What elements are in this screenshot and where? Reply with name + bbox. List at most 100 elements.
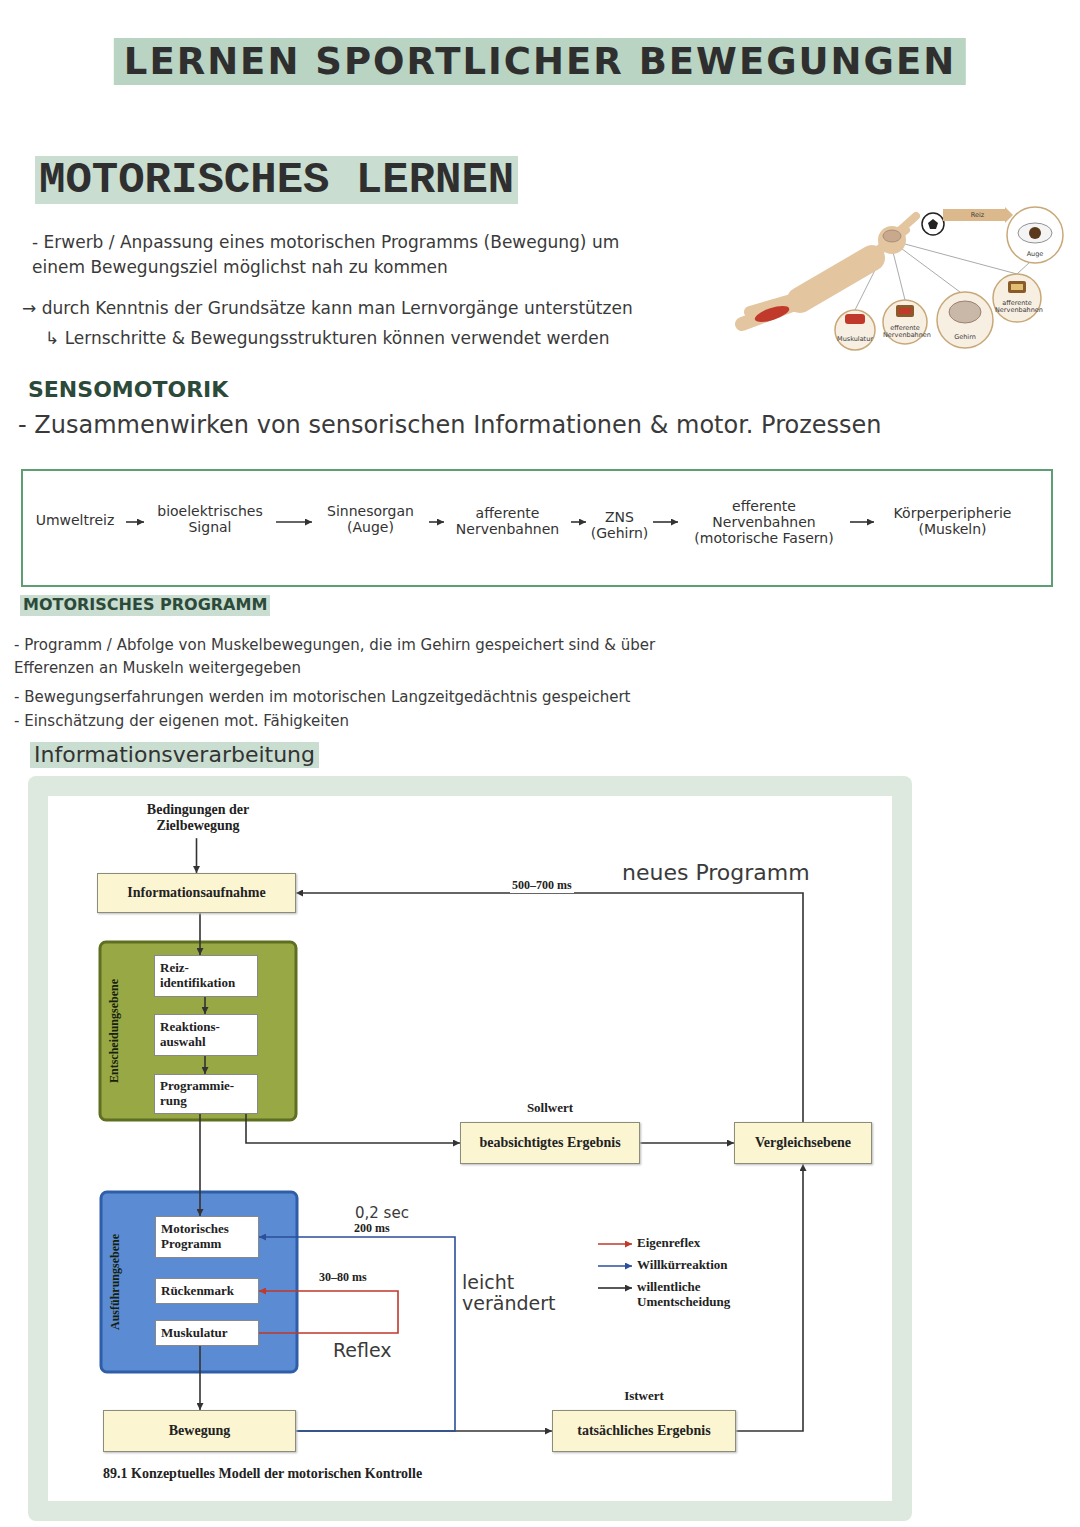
step-box: Reiz- identifikation [154, 955, 258, 997]
band-label: Ausführungsebene [108, 1234, 123, 1330]
section-heading: Informationsverarbeitung [30, 742, 319, 768]
page-title: LERNEN SPORTLICHER BEWEGUNGEN [114, 38, 966, 85]
figure-ground [48, 796, 892, 1501]
illustration-label: efferente Nervenbahnen [883, 325, 927, 339]
step-box: Reaktions- auswahl [154, 1014, 258, 1056]
connector [259, 1237, 455, 1431]
flow-step: ZNS (Gehirn) [592, 509, 647, 541]
connector [199, 1346, 201, 1410]
step-box: Rückenmark [155, 1278, 259, 1304]
node-text: Vergleichsebene [755, 1135, 851, 1151]
connector [126, 521, 144, 523]
process-box: Informationsaufnahme [97, 873, 296, 913]
note-text: → durch Kenntnis der Grundsätze kann man… [22, 296, 742, 321]
flow-step: Umweltreiz [30, 512, 120, 528]
handwritten-note: leicht verändert [462, 1272, 572, 1314]
connector [196, 838, 198, 873]
flow-step: Körperperipherie (Muskeln) [880, 505, 1025, 537]
figure-panel [28, 776, 912, 1521]
node-text: Informationsaufnahme [127, 885, 265, 901]
timing-label: 30–80 ms [317, 1270, 369, 1285]
process-box: Istwerttatsächliches Ergebnis [552, 1410, 736, 1452]
value-heading: Istwert [553, 1388, 735, 1404]
process-box: Sollwertbeabsichtigtes Ergebnis [460, 1122, 640, 1164]
illustration-label: afferente Nervenbahnen [995, 300, 1039, 314]
connector [850, 521, 874, 523]
illustration-label: Reiz [955, 212, 1000, 219]
process-box: Bewegung [103, 1410, 296, 1452]
legend-text: Eigenreflex [637, 1236, 752, 1251]
node-text: Motorisches Programm [161, 1222, 253, 1252]
flow-step: efferente Nervenbahnen (motorische Faser… [684, 498, 844, 546]
step-box: Programmie- rung [154, 1074, 258, 1114]
node-text: bioelektrisches Signal [150, 503, 270, 535]
illustration-label: Gehirn [950, 334, 980, 341]
section-heading: SENSOMOTORIK [28, 377, 228, 403]
process-box: Vergleichsebene [734, 1122, 872, 1164]
connector [429, 521, 444, 523]
note-text: - Programm / Abfolge von Muskelbewegunge… [14, 634, 664, 679]
node-text: afferente Nervenbahnen [450, 505, 565, 537]
value-heading: Sollwert [461, 1100, 639, 1116]
connector [204, 1056, 206, 1074]
note-text: - Erwerb / Anpassung eines motorischen P… [32, 230, 642, 279]
band-fill [101, 1192, 297, 1372]
timing-label: 200 ms [352, 1221, 392, 1236]
legend-text: Willkürreaktion [637, 1258, 752, 1273]
timing-label: 500–700 ms [510, 878, 574, 893]
node-text: beabsichtigtes Ergebnis [479, 1135, 620, 1151]
step-box: Motorisches Programm [155, 1216, 259, 1258]
illustration-label: Auge [1020, 251, 1050, 258]
node-text: Reaktions- auswahl [160, 1020, 252, 1050]
flow-step: afferente Nervenbahnen [450, 505, 565, 537]
connector [736, 1164, 803, 1431]
connector [259, 1291, 398, 1333]
note-text: - Zusammenwirken von sensorischen Inform… [18, 410, 1018, 441]
flow-step: Sinnesorgan (Auge) [318, 503, 423, 535]
flow-frame [22, 470, 1052, 586]
connector [204, 997, 206, 1014]
note-text: - Bewegungserfahrungen werden im motoris… [14, 686, 734, 709]
handwritten-note: Reflex [333, 1340, 392, 1361]
node-text: Bewegung [169, 1423, 230, 1439]
note-text: ↳ Lernschritte & Bewegungsstrukturen kön… [45, 326, 745, 351]
legend-text: willentliche Umentscheidung [637, 1280, 752, 1310]
connector [199, 1114, 201, 1216]
band-label: Entscheidungsebene [107, 979, 122, 1083]
connector [276, 521, 312, 523]
connector [653, 521, 678, 523]
node-text: Bedingungen der Zielbewegung [133, 802, 263, 834]
legend-sample [598, 1265, 632, 1267]
section-heading: MOTORISCHES LERNEN [35, 156, 518, 204]
section-heading: MOTORISCHES PROGRAMM [20, 595, 270, 616]
node-text: Rückenmark [161, 1284, 234, 1299]
illustration-label: Muskulatur [833, 336, 877, 343]
legend-sample [598, 1243, 632, 1245]
figure-caption: 89.1 Konzeptuelles Modell der motorische… [103, 1466, 422, 1482]
start-condition: Bedingungen der Zielbewegung [133, 802, 263, 834]
level-band: Ausführungsebene Motorisches ProgrammRück… [101, 1192, 297, 1372]
connector [246, 1114, 460, 1143]
connector [199, 913, 201, 955]
node-text: Umweltreiz [36, 512, 115, 528]
node-text: ZNS (Gehirn) [591, 509, 649, 541]
node-text: efferente Nervenbahnen (motorische Faser… [684, 498, 844, 546]
connector [296, 893, 803, 1122]
connector [640, 1142, 734, 1144]
node-text: Reiz- identifikation [160, 961, 252, 991]
node-text: tatsächliches Ergebnis [577, 1423, 710, 1439]
band-fill [100, 942, 296, 1120]
level-band: Entscheidungsebene Reiz- identifikationRe… [100, 942, 296, 1120]
node-text: Muskulatur [161, 1326, 227, 1341]
node-text: Körperperipherie (Muskeln) [880, 505, 1025, 537]
connector [571, 521, 586, 523]
node-text: Programmie- rung [160, 1079, 252, 1109]
note-text: - Einschätzung der eigenen mot. Fähigkei… [14, 710, 734, 733]
flow-step: bioelektrisches Signal [150, 503, 270, 535]
legend-sample [598, 1287, 632, 1289]
handwritten-note: neues Programm [622, 861, 810, 885]
step-box: Muskulatur [155, 1320, 259, 1346]
goalkeeper-illustration [742, 207, 1063, 350]
node-text: Sinnesorgan (Auge) [318, 503, 423, 535]
